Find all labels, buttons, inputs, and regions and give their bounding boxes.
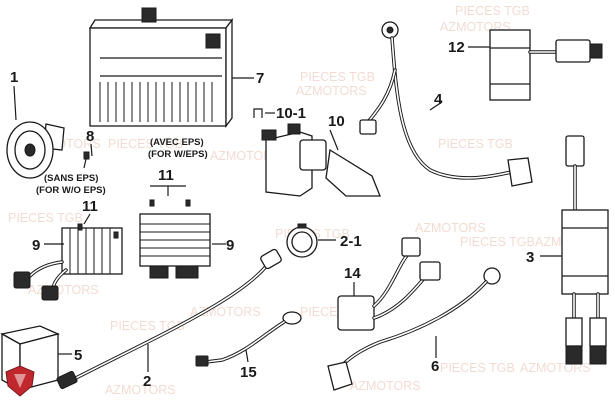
callout-9-left: 9	[32, 237, 40, 254]
sub-harness	[337, 237, 441, 331]
note-for-w-eps: (FOR W/EPS)	[148, 149, 208, 160]
callout-2: 2	[143, 373, 151, 390]
main-harness-module	[561, 135, 609, 365]
note-for-wo-eps: (FOR W/O EPS)	[36, 185, 106, 196]
watermark-text: PIECES TGB	[440, 361, 515, 375]
regulator-right	[139, 213, 211, 279]
leader-line	[13, 85, 17, 121]
callout-2-1: 2-1	[340, 233, 362, 250]
battery	[88, 7, 234, 128]
callout-3: 3	[526, 249, 534, 266]
bolt-pair-left	[77, 223, 119, 239]
watermark-text: PIECES TGB	[438, 137, 513, 151]
leader-line	[429, 101, 443, 111]
flasher	[286, 223, 318, 258]
watermark-text: AZMOTORS	[296, 84, 367, 98]
callout-10: 10	[328, 113, 345, 130]
watermark-text: PIECES TGB	[300, 70, 375, 84]
callout-9-right: 9	[226, 237, 234, 254]
callout-7: 7	[256, 70, 264, 87]
leader-line	[90, 143, 93, 157]
callout-10-1: 10-1	[276, 105, 306, 122]
watermark-text: PIECES TGB	[110, 319, 185, 333]
watermark-text: PIECES TGB	[455, 4, 530, 18]
callout-11-right: 11	[158, 167, 174, 184]
leader-line	[245, 349, 249, 363]
callout-6: 6	[431, 358, 439, 375]
lead-wire	[56, 248, 282, 390]
callout-14: 14	[344, 265, 361, 282]
relay	[489, 29, 603, 101]
clip-icon	[253, 108, 263, 118]
watermark-text: PIECES TGB	[8, 211, 83, 225]
watermark-text: PIECES TGB	[460, 235, 535, 249]
watermark-text: AZMOTORS	[415, 221, 486, 235]
watermark-text: PIECES TGB	[108, 137, 183, 151]
note-avec-eps: (AVEC EPS)	[150, 137, 204, 148]
watermark-text: AZMOTORS	[350, 379, 421, 393]
screw	[83, 151, 90, 169]
callout-1: 1	[10, 69, 18, 86]
watermark-text: AZMOTORS	[105, 383, 176, 397]
short-lead	[195, 311, 302, 367]
horn	[6, 121, 65, 179]
watermark-text: AZMOTORS	[28, 283, 99, 297]
watermark-text: AZMOTORS	[210, 149, 281, 163]
cable-with-lugs	[327, 267, 501, 391]
leader-line	[329, 129, 339, 151]
callout-15: 15	[240, 364, 257, 381]
regulator-left	[13, 227, 123, 301]
battery-vents	[99, 82, 213, 122]
leader-line	[83, 213, 91, 225]
note-sans-eps: (SANS EPS)	[44, 173, 98, 184]
callout-11-left: 11	[82, 198, 98, 215]
callout-8: 8	[86, 128, 94, 145]
callout-5: 5	[74, 347, 82, 364]
callout-4: 4	[434, 91, 443, 108]
eps-relay	[261, 123, 381, 197]
brand-logo	[5, 365, 35, 397]
callout-12: 12	[448, 39, 465, 56]
ground-wire	[359, 21, 533, 187]
bolt-pair-right	[149, 199, 191, 207]
